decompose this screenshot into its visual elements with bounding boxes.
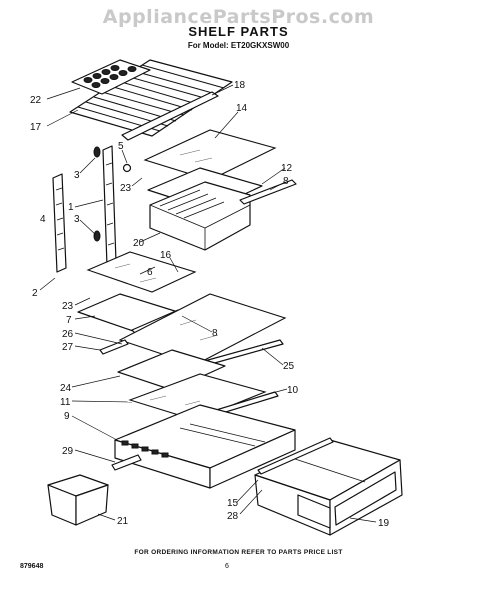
callout-26: 26 [62, 329, 74, 340]
drawer-rail-right [239, 179, 297, 205]
callout-28: 28 [227, 511, 239, 522]
drawer-slide-15 [257, 437, 334, 475]
callout-19: 19 [378, 518, 390, 529]
watermark: AppliancePartsPros.com [102, 6, 375, 28]
wire-shelf-assembly [69, 59, 233, 141]
callout-6: 6 [147, 267, 153, 278]
page-number: 6 [225, 563, 229, 570]
drawer-handle-left [297, 494, 331, 529]
drawer-grid [159, 189, 225, 219]
callout-labels: 22 17 18 14 5 3 23 12 8 1 4 3 20 16 6 2 … [30, 80, 390, 529]
callout-2: 2 [32, 288, 38, 299]
shelf-trim-strip [121, 91, 219, 141]
callout-25: 25 [283, 361, 295, 372]
crisper-frame-vents [121, 440, 169, 458]
glass-texture-middle [114, 263, 157, 283]
crisper-frame-ribs [179, 423, 266, 447]
meat-keeper-assembly [147, 167, 297, 251]
callout-22: 22 [30, 95, 42, 106]
document-number: 879648 [20, 563, 44, 570]
model-subtitle: For Model: ET20GKXSW00 [187, 41, 290, 50]
left-rail [52, 173, 67, 273]
callout-3b: 3 [74, 214, 80, 225]
callout-18: 18 [234, 80, 246, 91]
glass-texture-upper [179, 149, 213, 163]
callout-24: 24 [60, 383, 72, 394]
callout-23b: 23 [62, 301, 74, 312]
meat-keeper-drawer [149, 181, 251, 251]
callout-10: 10 [287, 385, 299, 396]
callout-21: 21 [117, 516, 129, 527]
glass-texture-cover [149, 395, 201, 406]
page-title: SHELF PARTS [188, 24, 289, 39]
callout-20: 20 [133, 238, 145, 249]
crisper-drawers-assembly [254, 437, 403, 536]
callout-leaders [39, 84, 377, 523]
drawer-handle-right [334, 471, 397, 526]
callout-27: 27 [62, 342, 74, 353]
crisper-frame-side [209, 429, 296, 489]
callout-12: 12 [281, 163, 293, 174]
ordering-note: FOR ORDERING INFORMATION REFER TO PARTS … [134, 549, 343, 556]
rail-slots [55, 162, 115, 251]
bracket-clip-lower [93, 230, 101, 242]
glass-shelf-middle [86, 251, 197, 293]
callout-8a: 8 [283, 176, 289, 187]
trim-strip-29 [111, 454, 142, 471]
callout-4: 4 [40, 214, 46, 225]
glass-texture-lower [179, 319, 219, 341]
callout-7: 7 [66, 315, 72, 326]
shelf-support-rails [52, 145, 132, 273]
callout-15: 15 [227, 498, 239, 509]
egg-tray-cups [83, 65, 137, 88]
callout-11: 11 [60, 397, 71, 408]
bracket-clip-upper [93, 146, 101, 158]
crisper-frame-assembly [114, 404, 296, 489]
shelf-frame-24 [117, 349, 226, 391]
screw-5 [122, 163, 132, 173]
utility-bin-assembly [47, 474, 109, 526]
crisper-cover-glass [128, 373, 267, 421]
callout-29: 29 [62, 446, 74, 457]
callout-5: 5 [118, 141, 124, 152]
callout-23a: 23 [120, 183, 132, 194]
callout-8b: 8 [212, 328, 218, 339]
callout-16: 16 [160, 250, 172, 261]
utility-bin-side [75, 484, 109, 526]
callout-14: 14 [236, 103, 248, 114]
callout-3a: 3 [74, 170, 80, 181]
callout-17: 17 [30, 122, 42, 133]
callout-9: 9 [64, 411, 70, 422]
callout-1: 1 [68, 202, 74, 213]
